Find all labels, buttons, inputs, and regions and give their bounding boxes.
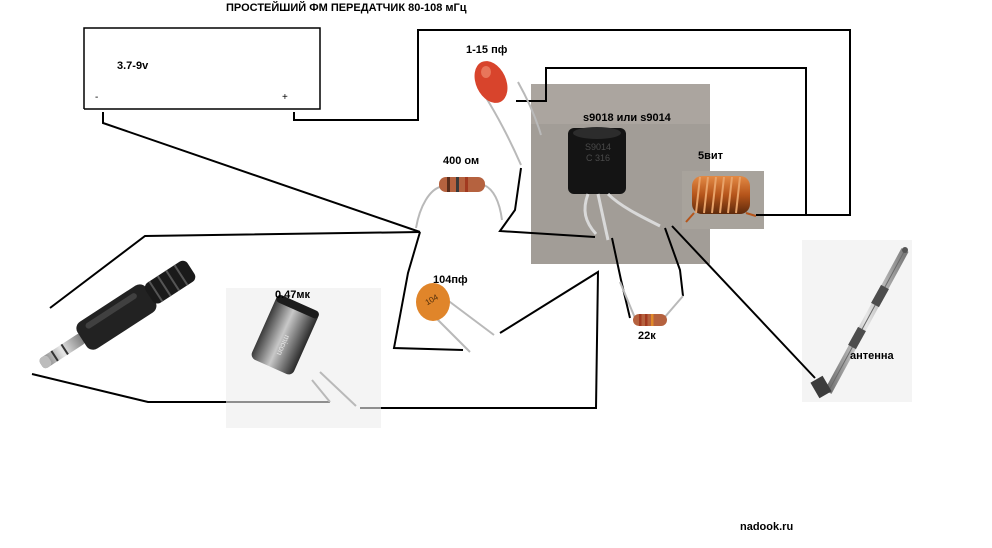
electrolytic-capacitor: micon <box>226 288 381 428</box>
ceramic-capacitor-label: 104пф <box>433 274 468 286</box>
battery-box <box>83 27 321 110</box>
coil-label: 5вит <box>698 150 724 162</box>
resistor-400-ohm <box>415 177 503 229</box>
trimmer-capacitor-label: 1-15 пф <box>466 44 508 56</box>
antenna-photo <box>802 240 912 402</box>
coil-photo <box>682 171 764 229</box>
electrolytic-capacitor-label: 0.47мк <box>275 289 311 301</box>
antenna-label: антенна <box>850 350 894 362</box>
battery-minus-label: - <box>95 92 99 103</box>
resistor-bottom-label: 22к <box>638 330 656 342</box>
battery-voltage-label: 3.7-9v <box>117 60 149 72</box>
resistor-22k <box>619 281 684 326</box>
trimmer-capacitor <box>474 61 542 166</box>
ceramic-capacitor: 104 <box>416 283 495 353</box>
svg-text:C 316: C 316 <box>586 153 610 163</box>
transistor-label: s9018 или s9014 <box>583 112 671 124</box>
jack-plug <box>39 260 196 369</box>
battery-plus-label: + <box>282 92 288 103</box>
diagram-title: ПРОСТЕЙШИЙ ФМ ПЕРЕДАТЧИК 80-108 мГц <box>226 2 467 14</box>
resistor-top-label: 400 ом <box>443 155 480 167</box>
website-label: nadook.ru <box>740 521 794 533</box>
svg-text:S9014: S9014 <box>585 142 611 152</box>
